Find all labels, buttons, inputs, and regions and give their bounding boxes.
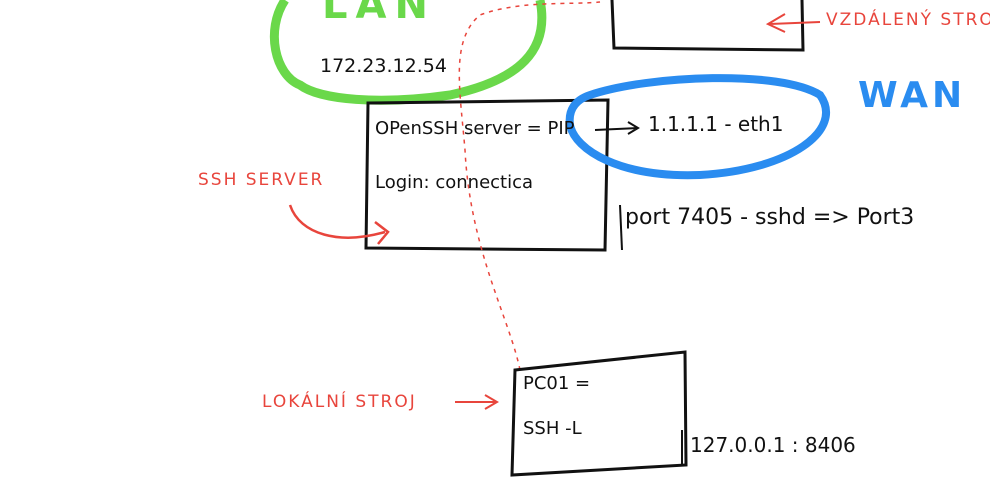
wan-label: WAN xyxy=(858,75,967,116)
dashed-connection xyxy=(458,1,601,371)
local-line2: SSH -L xyxy=(523,418,582,439)
server-box xyxy=(364,98,610,252)
pip-arrow xyxy=(594,121,640,135)
lan-label: LAN xyxy=(322,0,436,28)
remote-label: VZDÁLENÝ STROJ xyxy=(826,10,990,30)
ssh-server-annotation: SSH SERVER xyxy=(198,170,325,190)
server-line2: Login: connectica xyxy=(375,172,534,193)
remote-arrow xyxy=(765,13,821,33)
local-annotation: LOKÁLNÍ STROJ xyxy=(262,392,417,412)
local-box xyxy=(510,350,688,477)
port-note: port 7405 - sshd => Port3 xyxy=(625,205,915,230)
local-line1: PC01 = xyxy=(523,373,591,394)
ssh-server-arrow xyxy=(288,204,390,245)
local-address: 127.0.0.1 : 8406 xyxy=(690,433,856,457)
lan-cloud xyxy=(269,0,547,105)
local-arrow xyxy=(455,394,499,410)
wan-ellipse xyxy=(565,74,830,180)
remote-box xyxy=(610,0,805,52)
wan-ip: 1.1.1.1 - eth1 xyxy=(648,112,784,136)
vertical-divider xyxy=(619,204,623,251)
lan-ip: 172.23.12.54 xyxy=(320,55,447,77)
server-line1: OPenSSH server = PIP xyxy=(375,118,575,139)
